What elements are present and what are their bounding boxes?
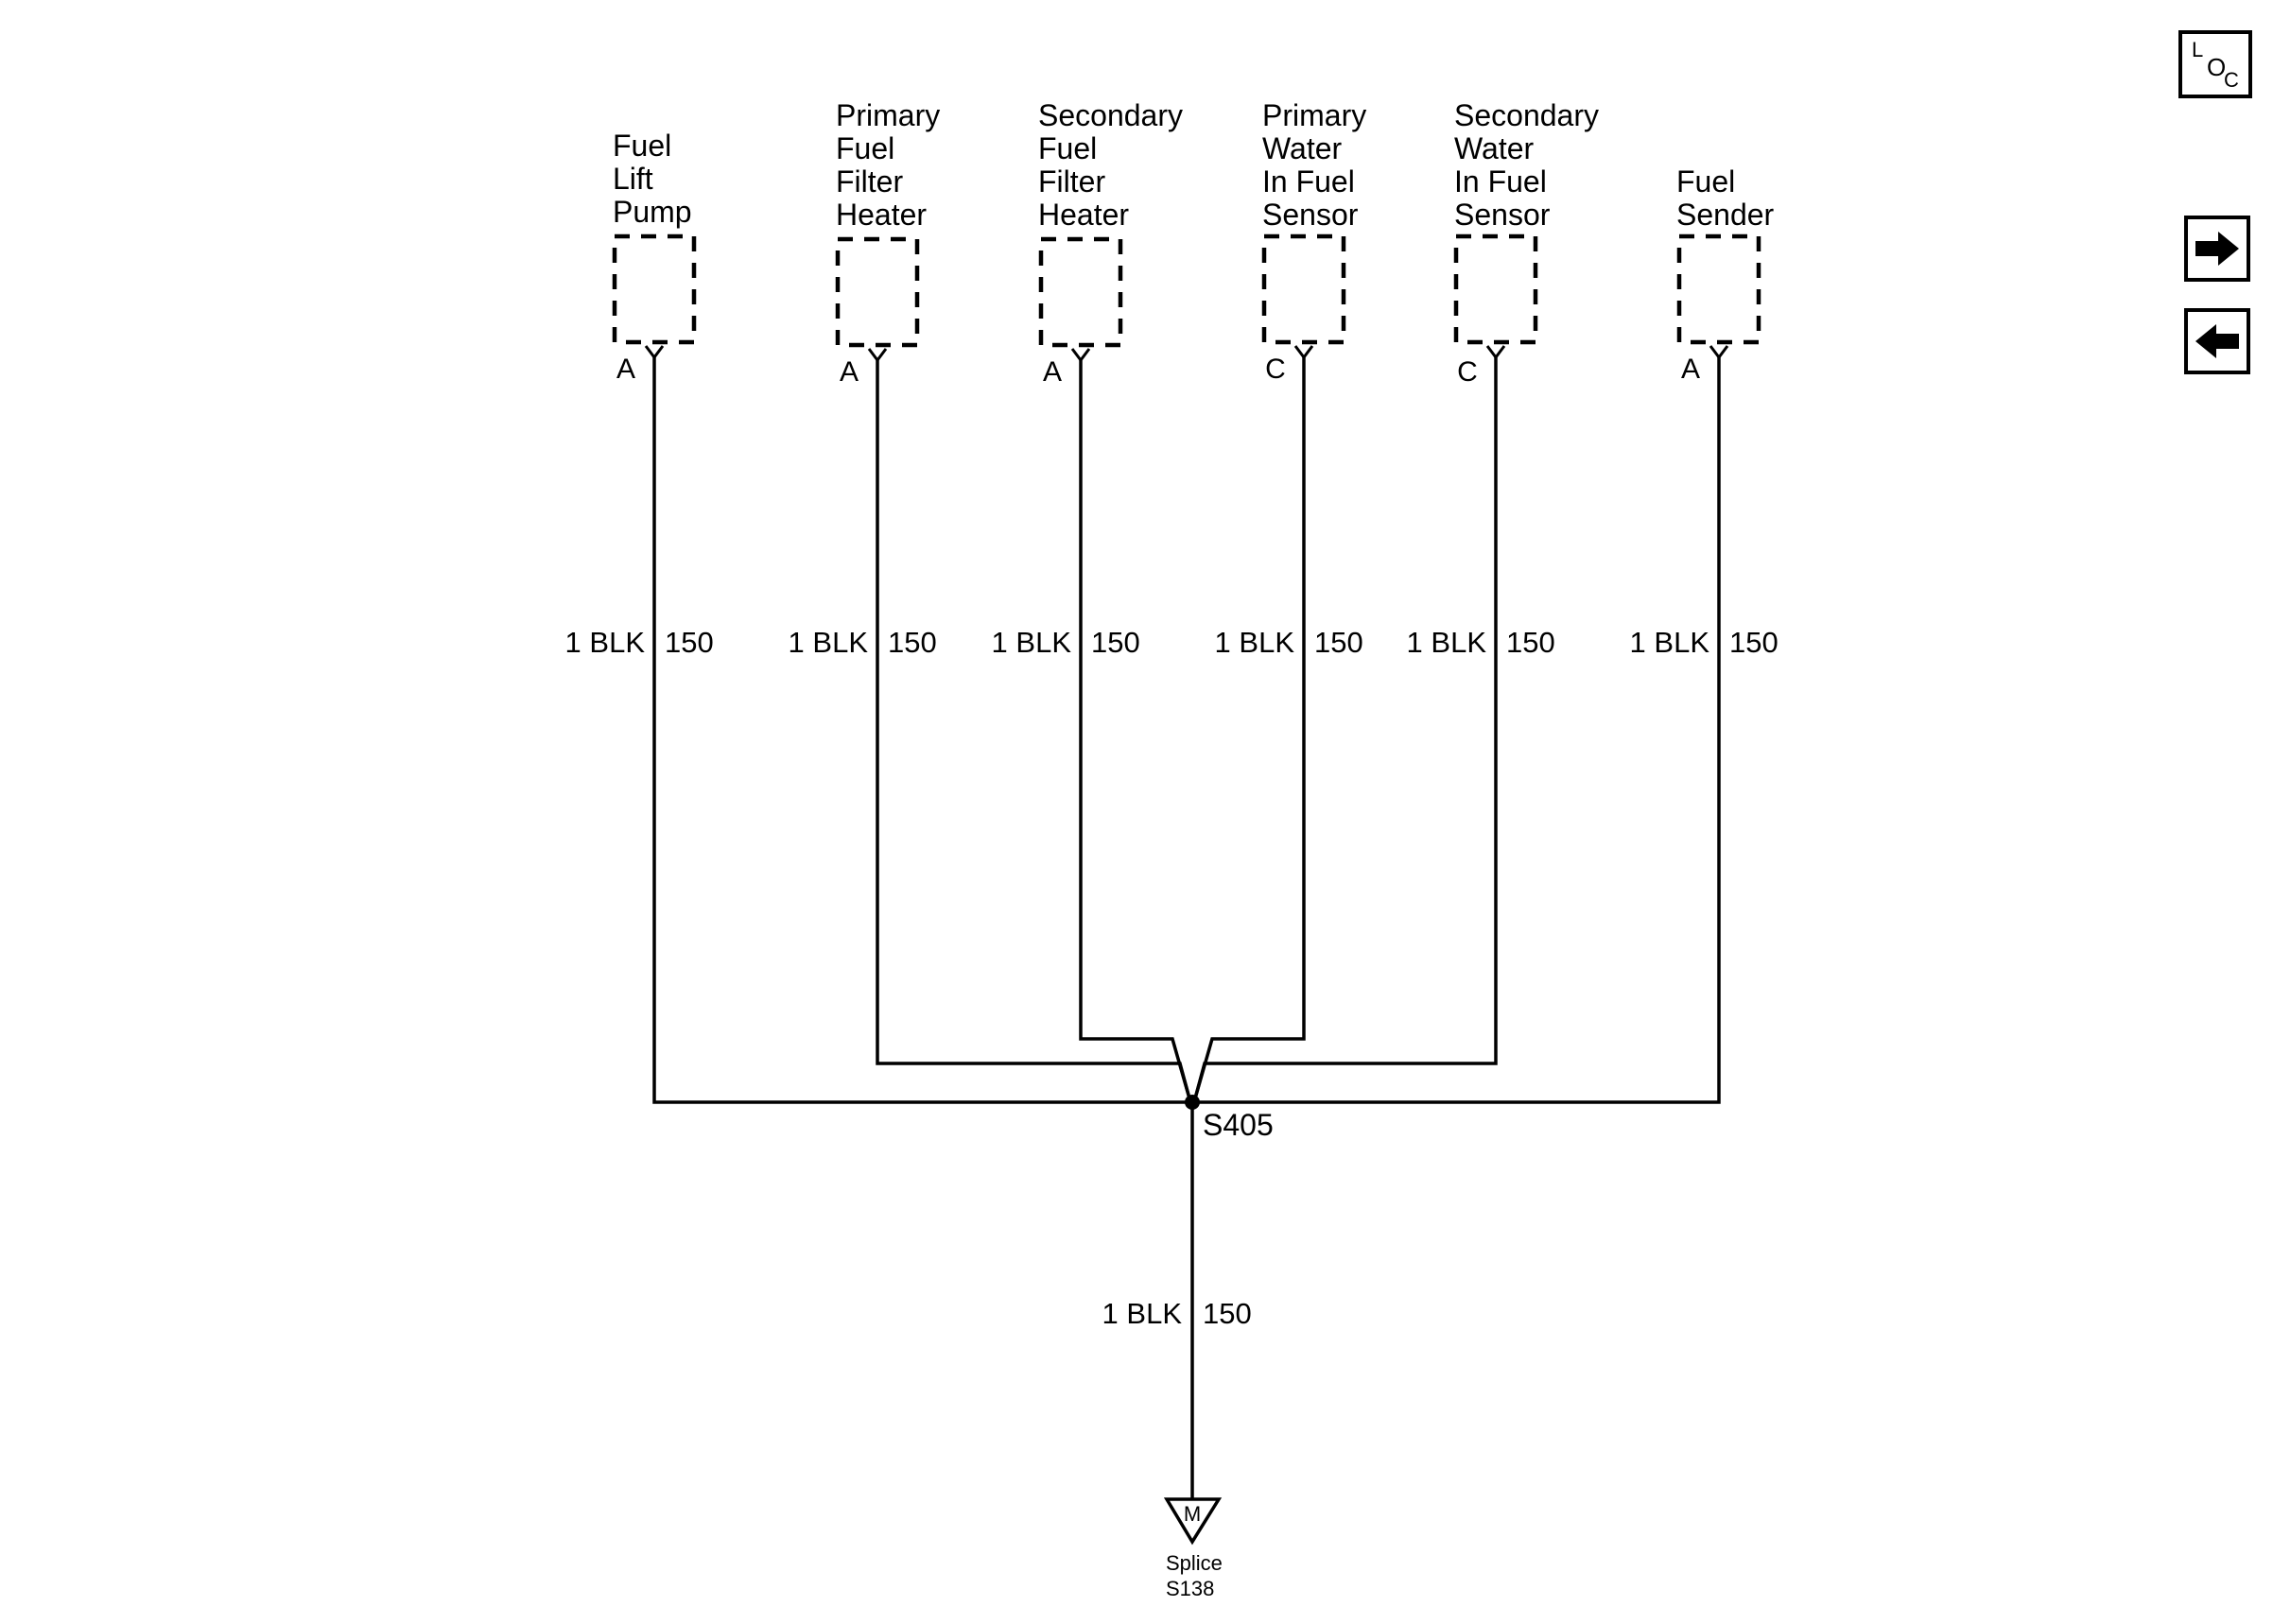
wire-size-color-label: 1 BLK: [1630, 626, 1710, 659]
connector-pin-label: C: [1265, 354, 1286, 385]
connector-pin-label: A: [840, 356, 859, 388]
connector-pin-symbol: [644, 345, 665, 360]
connector-pin-label: A: [616, 354, 635, 385]
component-name-line: Pump: [613, 195, 692, 229]
loc-letter-c: C: [2224, 68, 2239, 92]
previous-page-button[interactable]: [2184, 308, 2250, 374]
component-box: [1676, 233, 1761, 345]
component-name-line: Filter: [836, 164, 903, 199]
loc-letter-o: O: [2207, 53, 2227, 81]
splice-reference-label-line: Splice: [1166, 1551, 1223, 1575]
component-name-line: Heater: [1038, 198, 1129, 232]
arrow-right-icon: [2195, 232, 2239, 266]
wire-size-color-label: 1 BLK: [1215, 626, 1295, 659]
wire-circuit-number: 150: [1506, 626, 1555, 659]
component-name-line: Sensor: [1454, 198, 1551, 232]
wire-circuit-number: 150: [1314, 626, 1363, 659]
component-name-line: Secondary: [1038, 98, 1183, 132]
connector-pin-symbol: [1485, 345, 1506, 360]
component-name-line: Fuel: [836, 131, 894, 165]
connector-pin-symbol: [867, 348, 888, 363]
splice-reference-label-line: S138: [1166, 1577, 1214, 1600]
component-box: [1453, 233, 1538, 345]
connector-pin-symbol: [1293, 345, 1314, 360]
component-name-line: In Fuel: [1262, 164, 1355, 199]
component-name-line: Fuel: [613, 129, 671, 163]
component-name-line: Fuel: [1038, 131, 1097, 165]
connector-pin-symbol: [1070, 348, 1091, 363]
connector-pin-symbol: [1709, 345, 1729, 360]
wire-branch: [1192, 355, 1306, 1101]
component-box: [835, 236, 920, 348]
wire-branch: [1079, 358, 1192, 1101]
splice-reference-letter: M: [1184, 1502, 1201, 1526]
wire-branch: [652, 355, 1194, 1104]
trunk-wire-circuit-number: 150: [1203, 1297, 1252, 1330]
component-name-line: Secondary: [1454, 98, 1599, 132]
component-name-line: Sender: [1676, 198, 1775, 232]
wire-circuit-number: 150: [888, 626, 937, 659]
next-page-button[interactable]: [2184, 216, 2250, 282]
component-name-line: Water: [1454, 131, 1535, 165]
splice-reference-symbol: [1163, 1497, 1223, 1546]
component-name-line: Water: [1262, 131, 1343, 165]
loc-letter-l: L: [2192, 38, 2204, 61]
component-name-line: Primary: [1262, 98, 1366, 132]
wire-size-color-label: 1 BLK: [565, 626, 646, 659]
wire-size-color-label: 1 BLK: [992, 626, 1072, 659]
wire-circuit-number: 150: [1091, 626, 1140, 659]
component-name-line: Heater: [836, 198, 927, 232]
component-name-line: Fuel: [1676, 164, 1735, 199]
wire-size-color-label: 1 BLK: [1407, 626, 1487, 659]
component-name-line: Primary: [836, 98, 940, 132]
component-locator-button[interactable]: L O C: [2178, 30, 2252, 98]
wire-circuit-number: 150: [665, 626, 714, 659]
wire-branch: [1192, 355, 1498, 1101]
component-name-line: Sensor: [1262, 198, 1359, 232]
wire-circuit-number: 150: [1729, 626, 1778, 659]
component-box: [1261, 233, 1346, 345]
component-box: [612, 233, 697, 345]
wire-size-color-label: 1 BLK: [789, 626, 869, 659]
component-name-line: In Fuel: [1454, 164, 1547, 199]
component-box: [1038, 236, 1123, 348]
connector-pin-label: C: [1457, 356, 1478, 388]
connector-pin-label: A: [1043, 356, 1062, 388]
wire-branch: [1190, 355, 1721, 1104]
component-name-line: Filter: [1038, 164, 1105, 199]
wire-branch: [876, 358, 1192, 1101]
arrow-left-icon: [2195, 324, 2239, 358]
component-name-line: Lift: [613, 162, 653, 196]
connector-pin-label: A: [1681, 354, 1700, 385]
splice-label: S405: [1203, 1108, 1274, 1142]
trunk-wire-size-color-label: 1 BLK: [1102, 1297, 1183, 1330]
